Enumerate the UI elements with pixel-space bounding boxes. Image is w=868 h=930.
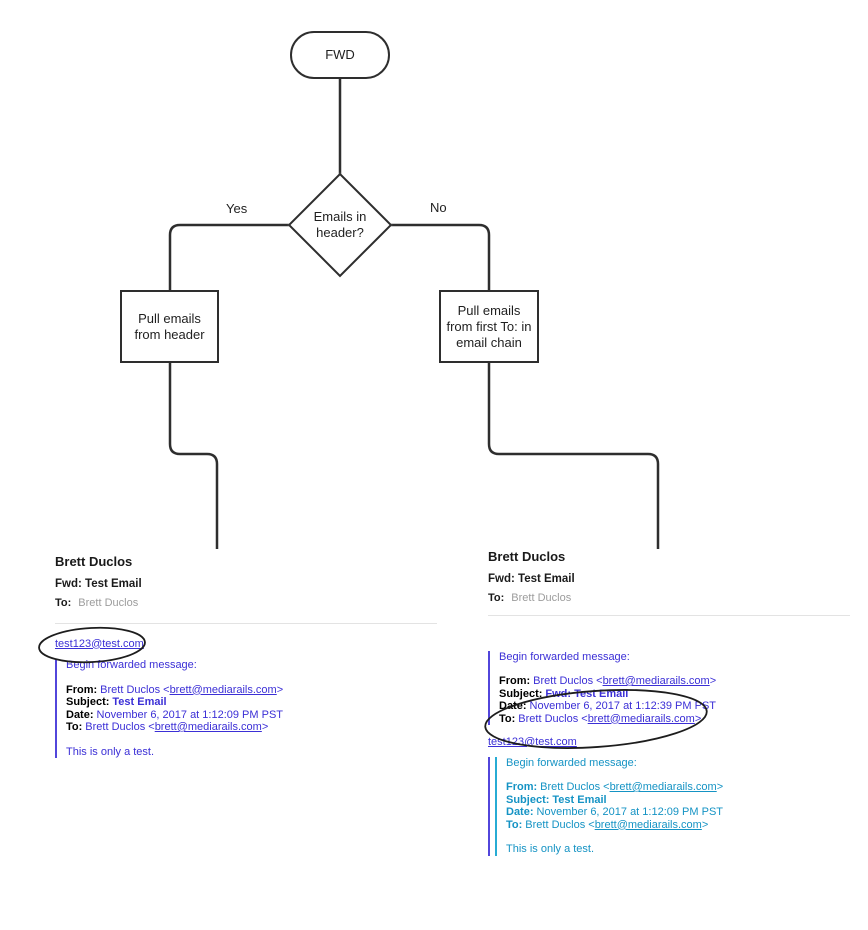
- email-sender: Brett Duclos: [55, 554, 133, 569]
- quote-subject-line: Subject:Test Email: [506, 794, 850, 807]
- start-node-label: FWD: [325, 47, 355, 62]
- quote-date-line: Date:November 6, 2017 at 1:12:09 PM PST: [66, 709, 437, 722]
- email-screenshot-left: Brett Duclos Fwd: Test Email To:Brett Du…: [55, 554, 437, 758]
- quoted-message-level1: Begin forwarded message: From:Brett Ducl…: [488, 650, 850, 726]
- to-email-link[interactable]: brett@mediarails.com: [154, 721, 262, 733]
- from-close: >: [276, 683, 284, 696]
- date-label: Date:: [66, 708, 94, 721]
- quote-intro: Begin forwarded message:: [66, 659, 197, 671]
- spacer: [66, 734, 437, 746]
- to-email-link[interactable]: brett@mediarails.com: [594, 818, 702, 831]
- from-close: >: [716, 781, 724, 793]
- to-label: To:: [66, 721, 83, 733]
- to-value: Brett Duclos: [511, 592, 572, 604]
- test-email-link[interactable]: test123@test.com: [55, 637, 144, 650]
- from-label: From:: [66, 683, 98, 696]
- email-subject: Fwd: Test Email: [488, 572, 575, 585]
- email-link-row: test123@test.com: [55, 638, 437, 651]
- email-subject: Fwd: Test Email: [55, 577, 142, 590]
- to-name: Brett Duclos <: [518, 712, 588, 725]
- to-close: >: [694, 712, 702, 725]
- subject-value: Fwd: Test Email: [545, 687, 629, 700]
- quote-from-line: From:Brett Duclos <brett@mediarails.com>: [506, 781, 850, 794]
- quote-date-line: Date:November 6, 2017 at 1:12:39 PM PST: [499, 700, 850, 713]
- quote-intro: Begin forwarded message:: [499, 650, 630, 663]
- quoted-message: Begin forwarded message: From:Brett Ducl…: [55, 659, 437, 758]
- subject-label: Subject:: [499, 687, 543, 700]
- quote-to-line: To:Brett Duclos <brett@mediarails.com>: [506, 819, 850, 832]
- to-close: >: [261, 721, 269, 733]
- from-email-link[interactable]: brett@mediarails.com: [602, 675, 710, 687]
- to-name: Brett Duclos <: [85, 721, 155, 733]
- email-sender: Brett Duclos: [488, 549, 566, 564]
- from-close: >: [709, 675, 717, 687]
- quote-body: This is only a test.: [66, 745, 155, 758]
- date-label: Date:: [499, 700, 527, 712]
- to-name: Brett Duclos <: [525, 818, 595, 831]
- date-value: November 6, 2017 at 1:12:09 PM PST: [96, 708, 284, 721]
- connector-right-box-down: [487, 362, 660, 549]
- date-label: Date:: [506, 806, 534, 818]
- box-left-label: Pull emails from header: [134, 310, 205, 342]
- yes-branch-label: Yes: [226, 201, 248, 216]
- quote-subject-line: Subject:Fwd: Test Email: [499, 688, 850, 701]
- to-value: Brett Duclos: [78, 597, 139, 609]
- header-divider: [488, 614, 850, 616]
- email-to-line: To: Brett Duclos: [55, 597, 437, 610]
- to-label: To:: [488, 592, 505, 604]
- no-branch-label: No: [430, 200, 447, 215]
- quote-subject-line: Subject:Test Email: [66, 696, 437, 709]
- quote-to-line: To:Brett Duclos <brett@mediarails.com>: [66, 721, 437, 734]
- box-right-label: Pull emails from first To: in email chai…: [446, 302, 532, 350]
- date-value: November 6, 2017 at 1:12:09 PM PST: [536, 806, 724, 818]
- flowchart-start-node: FWD: [290, 31, 390, 79]
- subject-value: Test Email: [552, 793, 607, 806]
- quote-body: This is only a test.: [506, 843, 595, 855]
- connector-left-box-down: [168, 362, 219, 549]
- quote-intro: Begin forwarded message:: [506, 756, 637, 769]
- test-email-link[interactable]: test123@test.com: [488, 736, 577, 748]
- header-divider: [55, 622, 437, 624]
- from-name: Brett Duclos <: [540, 781, 610, 793]
- connector-yes-branch: [168, 223, 292, 290]
- email-screenshot-right: Brett Duclos Fwd: Test Email To:Brett Du…: [488, 549, 850, 856]
- from-name: Brett Duclos <: [533, 675, 603, 687]
- quoted-message-level1-outer: Begin forwarded message: From:Brett Ducl…: [488, 756, 850, 856]
- quote-date-line: Date:November 6, 2017 at 1:12:09 PM PST: [506, 806, 850, 819]
- from-name: Brett Duclos <: [100, 683, 170, 696]
- flowchart-box-pull-from-first-to: Pull emails from first To: in email chai…: [439, 290, 539, 363]
- from-email-link[interactable]: brett@mediarails.com: [169, 683, 277, 696]
- subject-label: Subject:: [506, 793, 550, 806]
- quote-to-line-circled: To:Brett Duclos <brett@mediarails.com>: [499, 713, 850, 726]
- to-label: To:: [506, 818, 523, 831]
- spacer: [506, 831, 850, 843]
- spacer: [499, 663, 850, 675]
- to-label: To:: [55, 597, 72, 609]
- date-value: November 6, 2017 at 1:12:39 PM PST: [529, 700, 717, 712]
- quote-from-line: From:Brett Duclos <brett@mediarails.com>: [499, 675, 850, 688]
- flowchart-box-pull-from-header: Pull emails from header: [120, 290, 219, 363]
- email-to-line: To: Brett Duclos: [488, 592, 850, 605]
- to-label: To:: [499, 712, 516, 725]
- from-label: From:: [506, 781, 538, 793]
- quoted-message-level2: Begin forwarded message: From:Brett Ducl…: [495, 756, 850, 856]
- subject-value: Test Email: [112, 696, 167, 708]
- quote-from-line: From:Brett Duclos <brett@mediarails.com>: [66, 684, 437, 697]
- spacer: [66, 672, 437, 684]
- email-link-row: test123@test.com: [488, 736, 850, 749]
- from-email-link[interactable]: brett@mediarails.com: [609, 781, 717, 793]
- connector-no-branch: [388, 223, 491, 290]
- to-close: >: [701, 818, 709, 831]
- to-email-link[interactable]: brett@mediarails.com: [587, 712, 695, 725]
- decision-node-label: Emails in header?: [313, 209, 367, 240]
- from-label: From:: [499, 675, 531, 687]
- spacer: [506, 769, 850, 781]
- subject-label: Subject:: [66, 696, 110, 708]
